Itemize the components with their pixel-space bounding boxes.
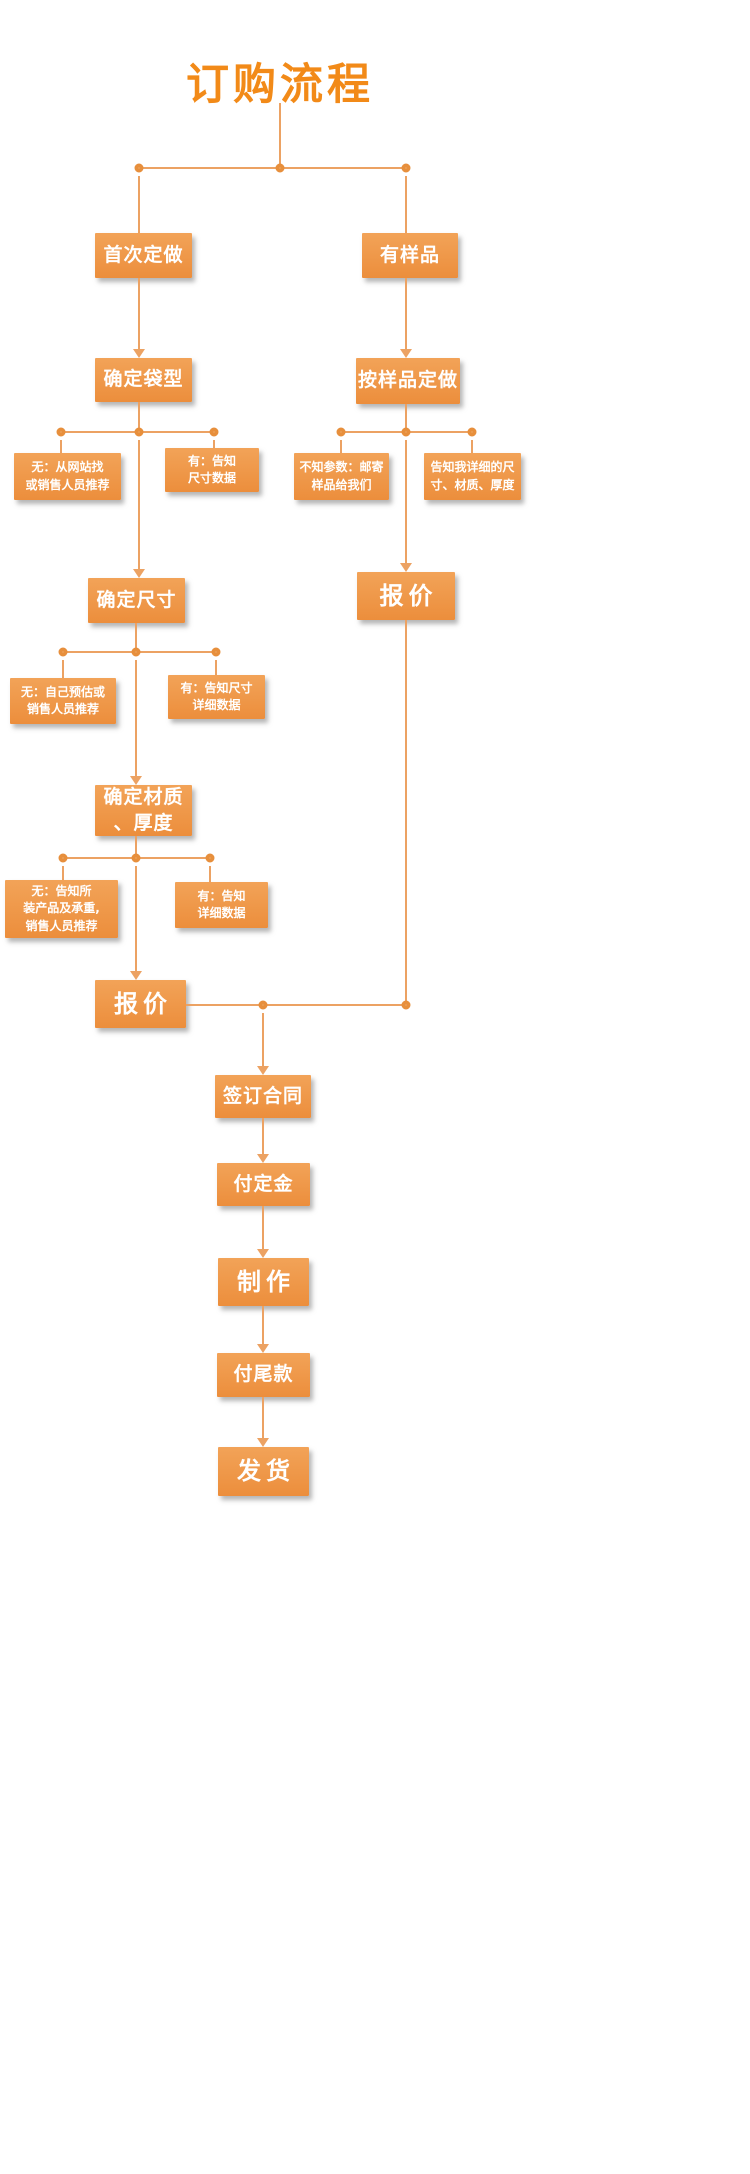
node-leaf-unknown-params: 不知参数：邮寄 样品给我们 — [294, 453, 389, 500]
node-leaf-yes-size: 有：告知 尺寸数据 — [165, 448, 259, 492]
junction-dot — [56, 427, 66, 437]
connector-line — [138, 278, 140, 349]
junction-dot — [58, 853, 68, 863]
arrow-down-icon — [257, 1154, 269, 1163]
junction-dot — [336, 427, 346, 437]
connector-line — [209, 866, 211, 882]
node-quote-right: 报价 — [357, 572, 455, 620]
connector-line — [405, 620, 407, 1004]
node-leaf-no-product-info: 无：告知所 装产品及承重, 销售人员推荐 — [5, 880, 118, 938]
connector-line — [186, 1004, 406, 1006]
arrow-down-icon — [133, 349, 145, 358]
connector-line — [405, 404, 407, 432]
connector-line — [135, 623, 137, 652]
junction-dot — [211, 647, 221, 657]
node-pay-deposit: 付定金 — [217, 1163, 310, 1206]
connector-line — [135, 660, 137, 776]
arrow-down-icon — [130, 971, 142, 980]
connector-line — [405, 278, 407, 349]
node-leaf-yes-details: 有：告知 详细数据 — [175, 882, 268, 928]
node-have-sample: 有样品 — [362, 233, 458, 278]
connector-line — [262, 1206, 264, 1249]
connector-line — [262, 1306, 264, 1344]
junction-dot — [131, 853, 141, 863]
connector-line — [138, 402, 140, 432]
connector-line — [138, 440, 140, 569]
node-leaf-yes-size-details: 有：告知尺寸 详细数据 — [168, 675, 265, 719]
junction-dot — [258, 1000, 268, 1010]
connector-line — [262, 1397, 264, 1438]
connector-line — [138, 176, 140, 233]
junction-dot — [467, 427, 477, 437]
junction-dot — [134, 427, 144, 437]
junction-dot — [209, 427, 219, 437]
node-determine-size: 确定尺寸 — [88, 578, 185, 623]
node-leaf-no-website: 无：从网站找 或销售人员推荐 — [14, 453, 121, 500]
junction-dot — [131, 647, 141, 657]
node-leaf-no-estimate: 无：自己预估或 销售人员推荐 — [10, 678, 116, 724]
junction-dot — [275, 163, 285, 173]
node-pay-balance: 付尾款 — [217, 1353, 310, 1397]
connector-line — [215, 660, 217, 675]
connector-line — [213, 440, 215, 448]
node-determine-bag-type: 确定袋型 — [95, 358, 192, 402]
node-quote-left: 报价 — [95, 980, 186, 1028]
arrow-down-icon — [133, 569, 145, 578]
node-leaf-tell-details: 告知我详细的尺 寸、材质、厚度 — [424, 453, 521, 500]
junction-dot — [58, 647, 68, 657]
junction-dot — [401, 427, 411, 437]
node-production: 制作 — [218, 1258, 309, 1306]
connector-line — [279, 103, 281, 167]
connector-line — [340, 440, 342, 453]
arrow-down-icon — [257, 1438, 269, 1447]
connector-line — [405, 440, 407, 563]
arrow-down-icon — [257, 1249, 269, 1258]
connector-line — [62, 866, 64, 880]
junction-dot — [401, 163, 411, 173]
connector-line — [262, 1013, 264, 1066]
connector-line — [262, 1118, 264, 1154]
node-determine-material: 确定材质 、厚度 — [95, 785, 192, 836]
arrow-down-icon — [130, 776, 142, 785]
node-first-custom: 首次定做 — [95, 233, 192, 278]
connector-line — [60, 440, 62, 453]
node-custom-by-sample: 按样品定做 — [356, 358, 460, 404]
page-title: 订购流程 — [186, 60, 374, 110]
arrow-down-icon — [257, 1344, 269, 1353]
junction-dot — [134, 163, 144, 173]
connector-line — [471, 440, 473, 453]
arrow-down-icon — [257, 1066, 269, 1075]
junction-dot — [401, 1000, 411, 1010]
junction-dot — [205, 853, 215, 863]
connector-line — [405, 176, 407, 233]
arrow-down-icon — [400, 349, 412, 358]
node-sign-contract: 签订合同 — [215, 1075, 311, 1118]
connector-line — [62, 660, 64, 678]
arrow-down-icon — [400, 563, 412, 572]
connector-line — [135, 836, 137, 858]
connector-line — [135, 866, 137, 971]
connector-line — [138, 167, 406, 169]
node-ship: 发货 — [218, 1447, 309, 1496]
